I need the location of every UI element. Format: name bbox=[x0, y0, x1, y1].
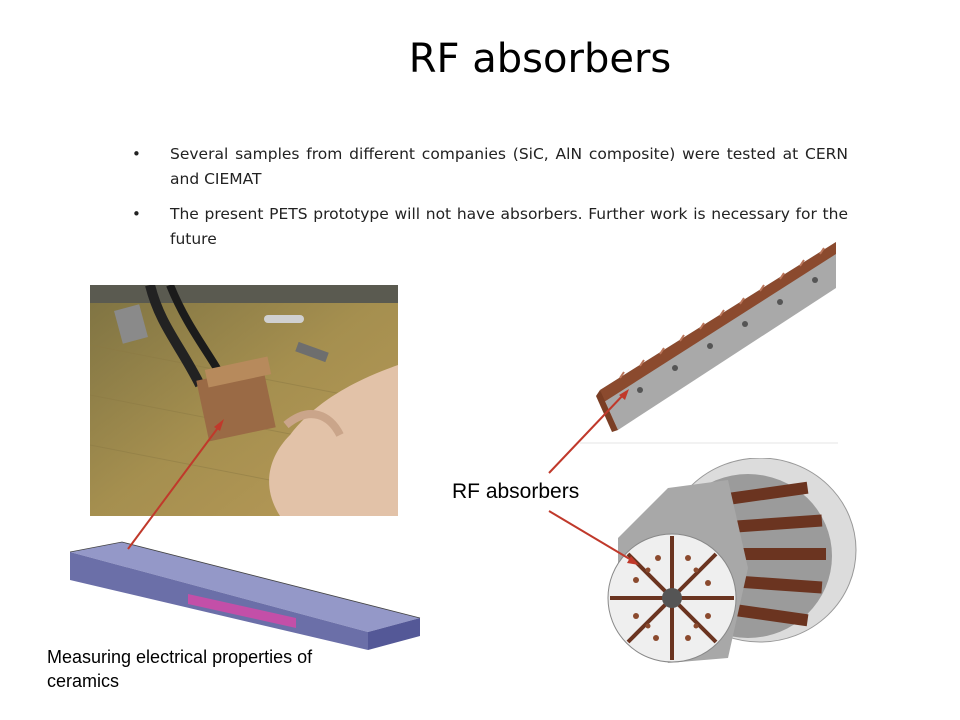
page-title: RF absorbers bbox=[408, 36, 672, 82]
bullet-item: Several samples from different companies… bbox=[132, 142, 848, 192]
bullet-list: Several samples from different companies… bbox=[132, 142, 848, 262]
rf-absorbers-label: RF absorbers bbox=[452, 480, 580, 503]
measuring-caption: Measuring electrical properties of ceram… bbox=[47, 647, 313, 691]
pets-cross-section-render bbox=[607, 458, 857, 663]
arrow-photo-to-box bbox=[127, 419, 224, 550]
arrow-label-to-pets bbox=[548, 389, 629, 474]
bullet-item: The present PETS prototype will not have… bbox=[132, 202, 848, 252]
lab-photo bbox=[90, 285, 398, 516]
simulation-box-render bbox=[70, 541, 421, 650]
arrow-label-to-cross-section bbox=[548, 510, 639, 565]
